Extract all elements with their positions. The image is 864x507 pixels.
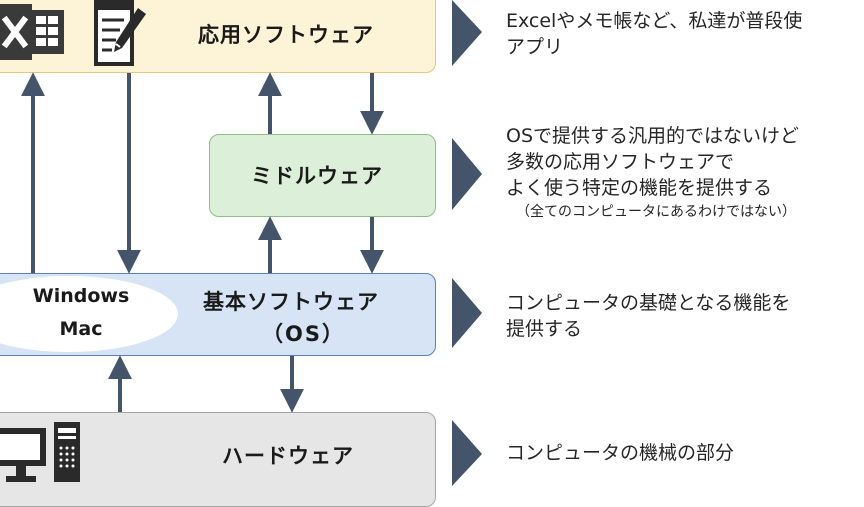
chevron-middleware (452, 138, 482, 210)
application-description-line-1: Excelやメモ帳など、私達が普段使 (506, 10, 803, 32)
application-description-line-2: アプリ (506, 36, 564, 58)
os-description-line-1: コンピュータの基礎となる機能を (506, 292, 791, 314)
os-example-mac: Mac (59, 318, 103, 340)
os-description-line-2: 提供する (506, 318, 583, 340)
chevron-application (452, 0, 482, 66)
connector-arrows (21, 0, 482, 486)
hardware-description-line-1: コンピュータの機械の部分 (506, 442, 735, 464)
chevron-os (452, 278, 482, 348)
hardware-layer-label: ハードウェア (222, 444, 354, 468)
os-examples-ellipse (0, 276, 178, 352)
middleware-description-line-3: よく使う特定の機能を提供する (506, 177, 773, 199)
middleware-description-line-2: 多数の応用ソフトウェアで (506, 151, 735, 173)
middleware-layer-box (209, 134, 436, 217)
middleware-description-line-1: OSで提供する汎用的ではないけど (506, 125, 800, 147)
application-layer-label: 応用ソフトウェア (198, 23, 374, 47)
middleware-layer-label: ミドルウェア (251, 164, 383, 188)
notepad-icon (94, 0, 146, 66)
desktop-computer-icon (0, 422, 80, 482)
middleware-note: （全てのコンピュータにあるわけではない） (516, 204, 796, 220)
application-layer-box (0, 0, 436, 73)
os-layer-label: 基本ソフトウェア (203, 290, 379, 314)
os-example-windows: Windows (32, 285, 130, 307)
chevron-hardware (452, 420, 482, 486)
excel-icon (0, 4, 64, 60)
os-layer-sublabel: （OS） (262, 322, 345, 346)
